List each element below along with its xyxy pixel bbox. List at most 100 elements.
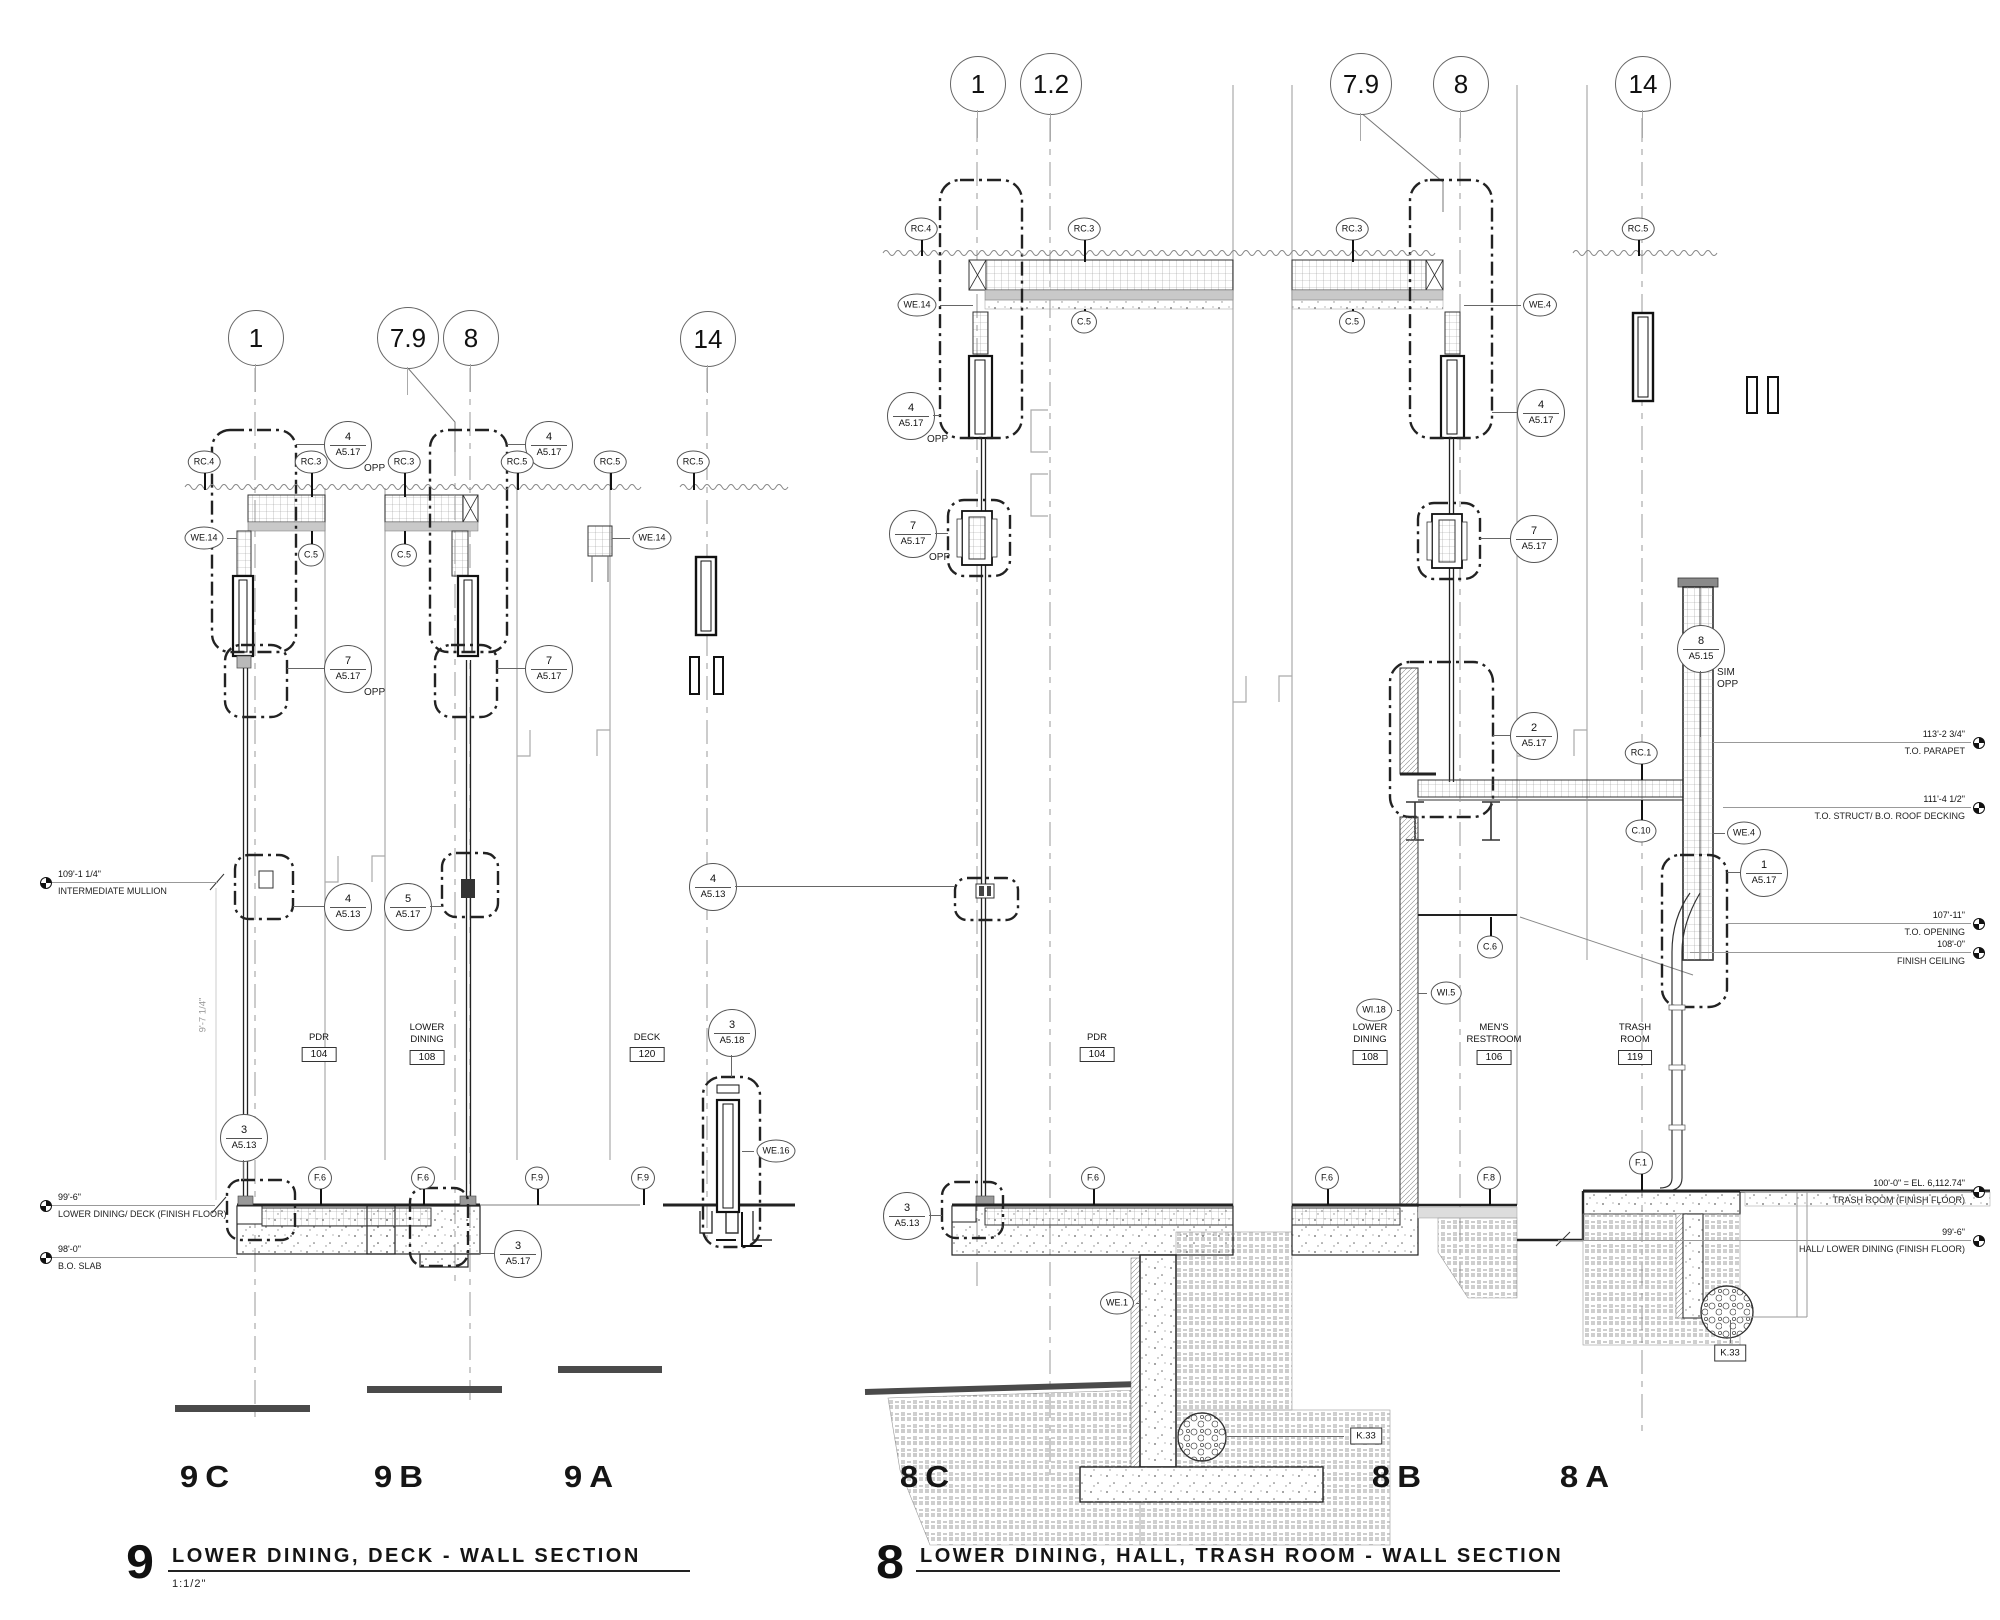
detail-callout-sheet: A5.17 [395, 909, 421, 921]
detail-callout-sheet: A5.13 [700, 889, 726, 901]
section-label: 9B [373, 1459, 431, 1494]
material-tag-label: F.6 [313, 1172, 327, 1183]
material-tag-label: RC.4 [910, 223, 932, 234]
room-label: PDR 104 [301, 1032, 337, 1063]
material-tag-label: RC.5 [682, 456, 704, 467]
grid-bubble: 14 [1615, 56, 1671, 112]
detail-callout-suffix: SIM OPP [1717, 667, 1739, 690]
drawing-number: 9 [126, 1535, 154, 1589]
material-tag: C.5 [1338, 310, 1366, 334]
tag-stem [1641, 764, 1643, 780]
detail-callout-number: 5 [404, 893, 412, 906]
material-tag: WE.16 [756, 1139, 796, 1163]
elevation-label: B.O. SLAB [58, 1261, 102, 1271]
grid-bubble-label: 7.9 [1342, 68, 1380, 99]
break-line [1572, 250, 1718, 256]
material-tag-label: C.6 [1482, 941, 1498, 952]
material-tag-label: C.5 [1344, 316, 1360, 327]
material-tag-label: WE.16 [762, 1145, 790, 1156]
material-tag: C.6 [1476, 935, 1504, 959]
material-tag: RC.4 [904, 217, 938, 241]
room-name: PDR [308, 1032, 330, 1043]
material-tag-label: WE.14 [903, 299, 931, 310]
elevation-label: HALL/ LOWER DINING (FINISH FLOOR) [1798, 1244, 1965, 1254]
material-tag-label: RC.5 [1627, 223, 1649, 234]
grid-bubble: 1.2 [1020, 53, 1082, 115]
elevation-line [52, 1257, 237, 1258]
room-number: 104 [301, 1047, 337, 1063]
material-tag: C.5 [390, 543, 418, 567]
leader-line [1396, 1010, 1400, 1011]
material-tag-label: RC.3 [393, 456, 415, 467]
room-name: LOWER DINING [1352, 1022, 1388, 1046]
tag-stem [204, 473, 206, 490]
material-tag-label: F.6 [1320, 1172, 1334, 1183]
room-number: 104 [1079, 1047, 1115, 1063]
detail-callout-divider [889, 1216, 925, 1218]
elevation-value: 109'-1 1/4" [58, 869, 101, 879]
material-tag: F.6 [1080, 1166, 1106, 1190]
leader-line [933, 415, 940, 416]
detail-callout-number: 1 [1760, 859, 1768, 872]
leader-line [430, 906, 442, 907]
break-line [882, 250, 1436, 256]
material-tag: RC.5 [1621, 217, 1655, 241]
grid-line-stub [470, 364, 471, 392]
detail-callout-sheet: A5.17 [900, 536, 926, 548]
keynote-label: K.33 [1356, 1430, 1376, 1442]
break-lines [184, 250, 1718, 490]
material-tag: RC.3 [294, 450, 328, 474]
elevation-value: 108'-0" [1937, 939, 1965, 949]
grid-bubble: 1 [228, 310, 284, 366]
elevation-value: 111'-4 1/2" [1923, 794, 1965, 804]
tag-stem [1641, 800, 1643, 820]
leader-line [1727, 872, 1740, 873]
material-tag: WE.4 [1522, 293, 1558, 317]
tag-stem [404, 531, 406, 544]
leader-line [612, 538, 630, 539]
elevation-value: 113'-2 3/4" [1922, 729, 1965, 739]
grid-line-stub [1360, 113, 1361, 141]
detail-callout-divider [1683, 649, 1719, 651]
keynote-box: K.33 [1350, 1427, 1382, 1445]
elevation-label: INTERMEDIATE MULLION [58, 886, 167, 896]
tag-stem [1352, 309, 1354, 311]
room-name: LOWER DINING [409, 1022, 445, 1046]
tag-stem [1490, 917, 1492, 936]
detail-callout-sheet: A5.17 [1521, 738, 1547, 750]
detail-callout-divider [226, 1138, 262, 1140]
detail-callout-number: 4 [907, 402, 915, 415]
elevation-line [52, 1205, 215, 1206]
material-tag: C.10 [1625, 819, 1657, 843]
elevation-value: 99'-6" [1942, 1227, 1965, 1237]
leader-line [226, 538, 237, 539]
material-tag: F.9 [524, 1166, 550, 1190]
leader-line [1464, 305, 1521, 306]
leader-line [1418, 993, 1427, 994]
detail-callout-suffix: OPP [364, 687, 386, 698]
room-name: DECK [633, 1032, 661, 1043]
leader-line [1227, 1436, 1344, 1437]
material-tag-label: RC.5 [506, 456, 528, 467]
tag-stem [1641, 1174, 1643, 1191]
material-tag-label: C.5 [1076, 316, 1092, 327]
leader-line [1700, 671, 1701, 737]
leader-line [1493, 735, 1510, 736]
detail-callout-sheet: A5.17 [505, 1256, 531, 1268]
detail-callout-divider [1523, 413, 1559, 415]
room-number: 106 [1476, 1049, 1512, 1065]
tag-stem [517, 473, 519, 490]
drawing-title-underline [168, 1570, 690, 1572]
detail-callout-number: 8 [1697, 635, 1705, 648]
grid-bubble: 14 [680, 311, 736, 367]
detail-callout-sheet: A5.15 [1688, 651, 1714, 663]
